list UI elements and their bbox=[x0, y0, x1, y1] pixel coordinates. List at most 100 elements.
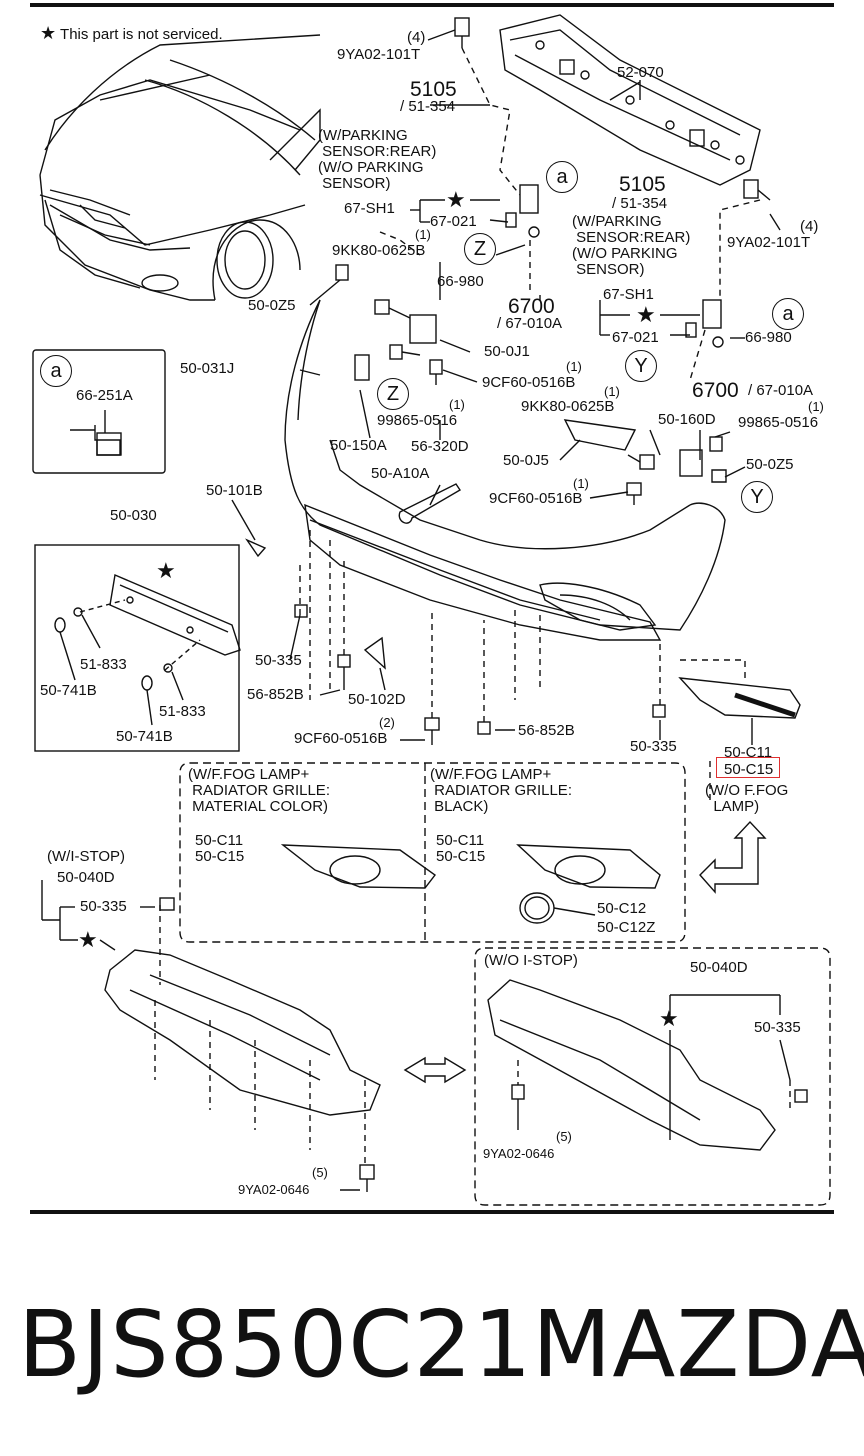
part-9ya02-0646-a: 9YA02-0646 bbox=[238, 1182, 310, 1197]
not-serviced-star-b: ★ bbox=[636, 302, 656, 327]
qty-1c: (1) bbox=[604, 384, 620, 399]
bolt-9ya02-101t-a: 9YA02-101T bbox=[337, 46, 421, 63]
part-50031j: 50-031J bbox=[180, 360, 235, 377]
part-50335-d: 50-335 bbox=[754, 1019, 801, 1036]
part-67021-a: 67-021 bbox=[430, 213, 477, 230]
leader-dashes bbox=[299, 47, 761, 800]
callout-y-marker-1: Y bbox=[625, 350, 657, 382]
qty-4b: (4) bbox=[800, 218, 819, 235]
qty-1d: (1) bbox=[808, 399, 824, 414]
part-9kk80-a: 9KK80-0625B bbox=[332, 242, 426, 259]
not-serviced-note: ★ This part is not serviced. bbox=[40, 23, 223, 43]
parts-diagram: ★ This part is not serviced. (4) 9YA02-1… bbox=[30, 3, 834, 1214]
no-istop-note: (W/O I-STOP) bbox=[484, 952, 578, 969]
part-56852b-a: 56-852B bbox=[247, 686, 304, 703]
fog-box1-note: (W/F.FOG LAMP+ RADIATOR GRILLE: MATERIAL… bbox=[188, 766, 330, 815]
part-50335-b: 50-335 bbox=[630, 738, 677, 755]
part-50160d: 50-160D bbox=[658, 411, 716, 428]
part-52070: 52-070 bbox=[617, 64, 664, 81]
ref-51354-a: / 51-354 bbox=[400, 98, 456, 115]
part-50j5: 50-0J5 bbox=[503, 452, 549, 469]
callout-z-marker-2: Z bbox=[377, 378, 409, 410]
part-9cf60-c: 9CF60-0516B bbox=[294, 730, 388, 747]
part-50150a: 50-150A bbox=[330, 437, 387, 454]
sensor-note-a: (W/PARKING SENSOR:REAR) (W/O PARKING SEN… bbox=[318, 127, 437, 192]
reinforcement-illustration bbox=[499, 14, 761, 186]
highlight-box bbox=[716, 757, 780, 778]
part-56320d: 56-320D bbox=[411, 438, 469, 455]
part-50z5-b: 50-0Z5 bbox=[746, 456, 794, 473]
part-50101b: 50-101B bbox=[206, 482, 263, 499]
qty-1b: (1) bbox=[566, 359, 582, 374]
part-50030: 50-030 bbox=[110, 507, 157, 524]
diagram-drawing bbox=[30, 3, 834, 1214]
not-serviced-star-c: ★ bbox=[156, 558, 176, 583]
bolt-illustrations bbox=[337, 17, 771, 1192]
part-56852b-b: 56-852B bbox=[518, 722, 575, 739]
part-67sh1-b: 67-SH1 bbox=[603, 286, 654, 303]
part-50c12: 50-C12 bbox=[597, 900, 647, 917]
part-67sh1-a: 67-SH1 bbox=[344, 200, 395, 217]
part-51833-b: 51-833 bbox=[159, 703, 206, 720]
ref-5105-b: 5105 bbox=[619, 173, 666, 196]
part-9cf60-a: 9CF60-0516B bbox=[482, 374, 576, 391]
ref-6700-b: 6700 bbox=[692, 379, 739, 402]
ref-67010-a: / 67-010A bbox=[497, 315, 563, 332]
part-50335-c: 50-335 bbox=[80, 898, 127, 915]
qty-5b: (5) bbox=[556, 1129, 572, 1144]
fog-box2-note: (W/F.FOG LAMP+ RADIATOR GRILLE: BLACK) bbox=[430, 766, 572, 815]
istop-note: (W/I-STOP) bbox=[47, 848, 126, 865]
part-50c11-a: 50-C11 bbox=[724, 744, 773, 761]
part-50j1: 50-0J1 bbox=[484, 343, 530, 360]
callout-a-marker-1: a bbox=[546, 161, 578, 193]
part-50c15-a: 50-C15 bbox=[724, 761, 774, 778]
part-50040d-a: 50-040D bbox=[57, 869, 115, 886]
part-66980-b: 66-980 bbox=[745, 329, 792, 346]
brand-name: MAZDA bbox=[532, 1291, 864, 1398]
sensor-note-b: (W/PARKING SENSOR:REAR) (W/O PARKING SEN… bbox=[572, 213, 691, 278]
car-illustration bbox=[39, 34, 321, 301]
callout-z-marker-1: Z bbox=[464, 233, 496, 265]
wo-istop-box bbox=[474, 947, 831, 1206]
part-66980-a: 66-980 bbox=[437, 273, 484, 290]
part-number: BJS850C21 bbox=[18, 1291, 533, 1398]
under-cover-istop bbox=[104, 949, 381, 1116]
ref-51354-b: / 51-354 bbox=[612, 195, 668, 212]
part-9kk80-b: 9KK80-0625B bbox=[521, 398, 615, 415]
qty-4a: (4) bbox=[407, 29, 426, 46]
part-50a10a: 50-A10A bbox=[371, 465, 430, 482]
callout-y-marker-2: Y bbox=[741, 481, 773, 513]
part-51833-a: 51-833 bbox=[80, 656, 127, 673]
footer: BJS850C21 MAZDA bbox=[0, 1290, 864, 1400]
part-50102d: 50-102D bbox=[348, 691, 406, 708]
callout-a-marker-3: a bbox=[40, 355, 72, 387]
part-67021-b: 67-021 bbox=[612, 329, 659, 346]
qty-1e: (1) bbox=[449, 397, 465, 412]
part-99865-b: 99865-0516 bbox=[738, 414, 819, 431]
part-50c12z: 50-C12Z bbox=[597, 919, 656, 936]
not-serviced-star-a: ★ bbox=[446, 187, 466, 212]
part-50335-a: 50-335 bbox=[255, 652, 302, 669]
qty-1f: (1) bbox=[573, 476, 589, 491]
ref-67010-b: / 67-010A bbox=[748, 382, 814, 399]
qty-2: (2) bbox=[379, 715, 395, 730]
qty-1a: (1) bbox=[415, 227, 431, 242]
bumper-illustration bbox=[284, 299, 726, 641]
part-50z5-a: 50-0Z5 bbox=[248, 297, 296, 314]
not-serviced-star-e: ★ bbox=[659, 1006, 679, 1031]
not-serviced-star-d: ★ bbox=[78, 927, 98, 952]
callout-a-marker-2: a bbox=[772, 298, 804, 330]
part-50741b-b: 50-741B bbox=[116, 728, 173, 745]
fog-box1-parts: 50-C11 50-C15 bbox=[195, 832, 245, 865]
not-serviced-text: This part is not serviced. bbox=[60, 26, 223, 43]
wo-fog-note: (W/O F.FOG LAMP) bbox=[705, 782, 789, 815]
part-50040d-b: 50-040D bbox=[690, 959, 748, 976]
fog-lamp-variants-box bbox=[179, 762, 686, 943]
leader-lines bbox=[41, 29, 791, 1191]
qty-5a: (5) bbox=[312, 1165, 328, 1180]
part-66251a: 66-251A bbox=[76, 387, 133, 404]
part-9ya02-0646-b: 9YA02-0646 bbox=[483, 1146, 555, 1161]
part-99865-a: 99865-0516 bbox=[377, 412, 458, 429]
callout-a-box bbox=[32, 349, 166, 474]
part-9cf60-b: 9CF60-0516B bbox=[489, 490, 583, 507]
